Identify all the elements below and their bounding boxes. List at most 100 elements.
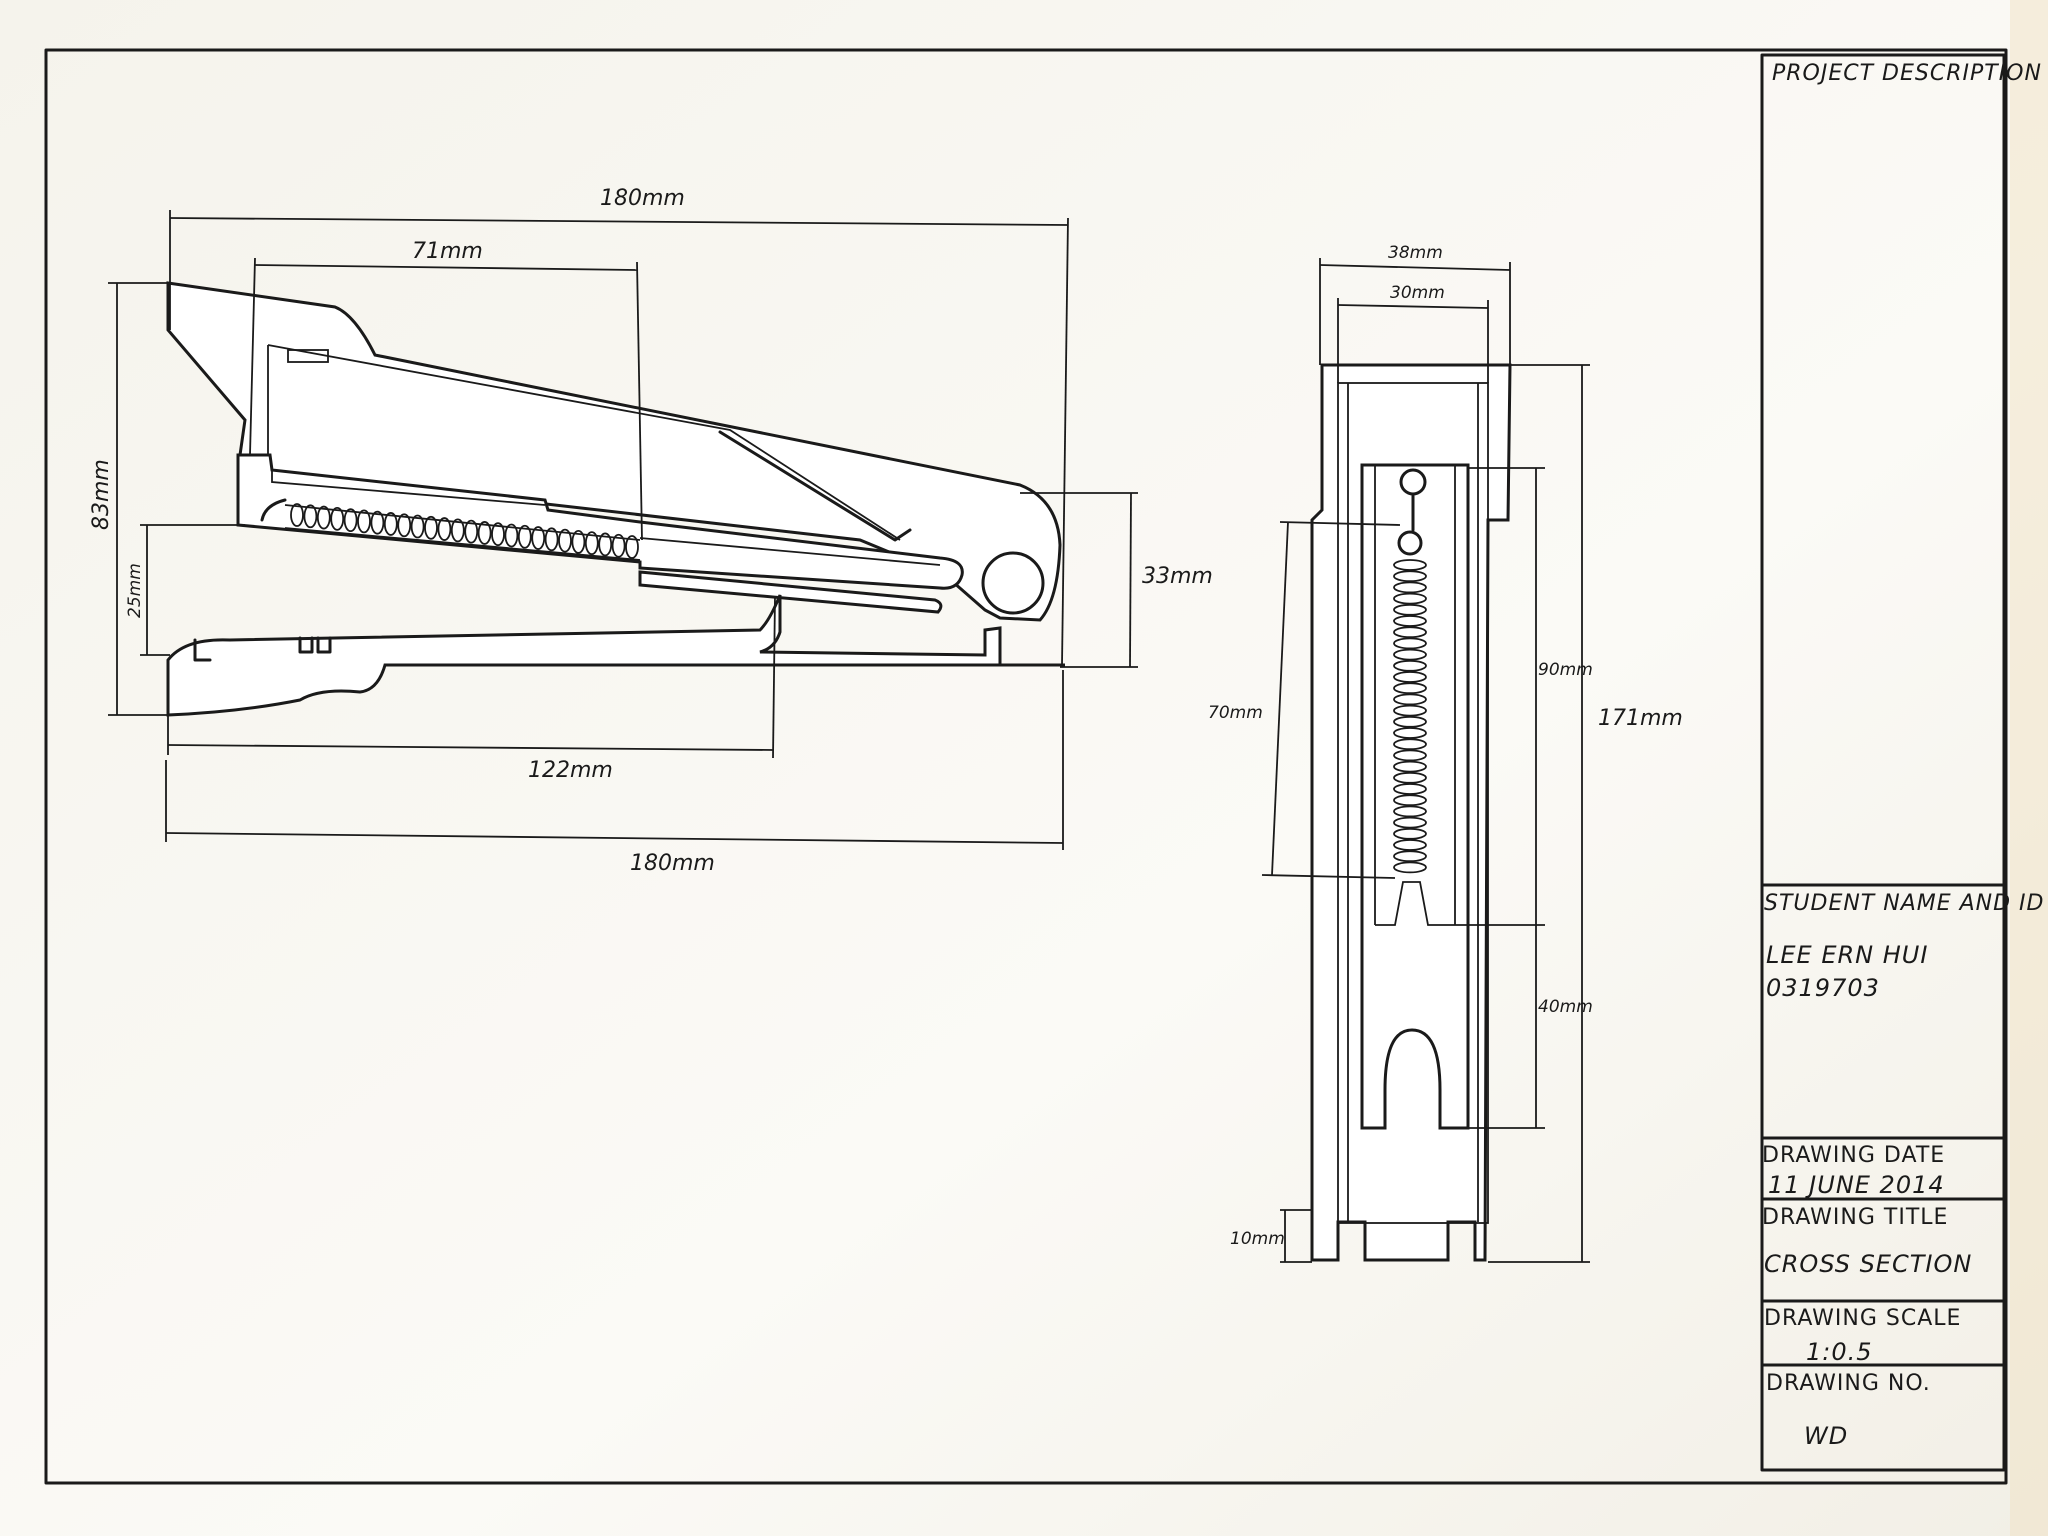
front-dimensions: 38mm 30mm 171mm 90mm 40mm 70mm 10mm: [1208, 243, 1683, 1263]
front-spring-coils: [1393, 559, 1427, 874]
spring-coil: [397, 513, 412, 538]
ext-line: [1261, 874, 1396, 879]
magazine-channel: [236, 453, 964, 590]
student-label: STUDENT NAME AND ID: [1764, 891, 2045, 916]
title-block-frame: [1760, 53, 2006, 1472]
dim-line-30: [1337, 304, 1489, 309]
spring-coil: [410, 514, 425, 539]
spring-coil: [1393, 592, 1427, 605]
student-name: LEE ERN HUI: [1766, 941, 1928, 969]
base-bumps: [193, 636, 332, 662]
spring-coil: [1393, 659, 1427, 672]
spring-coil: [1393, 693, 1427, 706]
spring-coil: [330, 506, 345, 531]
dim-122mm: 122mm: [528, 758, 613, 783]
spring-coil: [1393, 850, 1427, 863]
spring-coil: [1393, 615, 1427, 627]
title-block: PROJECT DESCRIPTION STUDENT NAME AND ID …: [1760, 53, 2045, 1472]
spring-coil: [544, 527, 559, 552]
spring-coil: [1393, 637, 1427, 650]
spring-coil: [1393, 704, 1427, 717]
front-inner-wall: [1337, 382, 1489, 1224]
spring-coil: [611, 533, 626, 558]
dim-line-33: [1129, 492, 1132, 668]
pivot-pin: [981, 551, 1045, 615]
spring-coil: [504, 523, 519, 548]
spring-coil: [424, 515, 438, 540]
magazine-spring-coils: [290, 503, 639, 559]
dim-180mm-top: 180mm: [600, 186, 685, 211]
dim-90mm: 90mm: [1538, 660, 1593, 680]
spring-coil: [1393, 715, 1427, 728]
spring-coil: [517, 524, 532, 549]
spring-coil: [1393, 783, 1427, 795]
arm-cavity: [267, 344, 901, 541]
spring-coil: [303, 504, 318, 529]
spring-coil: [625, 535, 639, 559]
spring-coil: [1393, 648, 1427, 661]
spring-coil: [1393, 559, 1427, 571]
dim-line-180-top: [169, 217, 1069, 226]
ext-line: [1279, 521, 1401, 526]
side-dimensions: 180mm 71mm 83mm 25mm 33mm 122mm 180mm: [89, 186, 1213, 876]
spring-coil: [1393, 727, 1427, 739]
spring-coil: [598, 532, 613, 557]
drawing-scale-value: 1:0.5: [1806, 1338, 1873, 1366]
spring-coil: [1393, 738, 1427, 751]
dim-180mm-bottom: 180mm: [630, 851, 715, 876]
ext-line: [772, 595, 776, 759]
drawing-date-label: DRAWING DATE: [1762, 1143, 1945, 1168]
dim-line-38: [1319, 264, 1511, 271]
drawing-date-value: 11 JUNE 2014: [1768, 1171, 1945, 1199]
spring-coil: [290, 503, 304, 527]
plunger-ball: [1399, 468, 1427, 496]
dim-33mm: 33mm: [1142, 564, 1213, 589]
side-section-view: [166, 281, 1065, 717]
spring-coil: [1393, 827, 1427, 840]
spring-coil: [343, 508, 358, 533]
spring-coil: [571, 529, 586, 554]
dim-40mm: 40mm: [1538, 997, 1593, 1017]
spring-coil: [464, 519, 479, 544]
drawing-number-value: WD: [1804, 1422, 1848, 1450]
spring-coil: [1393, 570, 1427, 583]
dim-71mm: 71mm: [412, 239, 483, 264]
spring-coil: [370, 510, 385, 535]
spring-coil: [1393, 805, 1427, 818]
anvil-rod: [638, 570, 943, 614]
dim-line-71: [254, 264, 638, 271]
stapler-base: [166, 594, 1065, 717]
dim-30mm: 30mm: [1390, 283, 1445, 303]
spring-coil: [383, 512, 398, 536]
dim-171mm: 171mm: [1598, 706, 1683, 731]
front-section-view: [1310, 363, 1512, 1262]
dim-70mm: 70mm: [1208, 703, 1263, 723]
spring-coil: [450, 518, 465, 543]
dim-25mm: 25mm: [125, 563, 145, 618]
spring-coil: [1393, 603, 1427, 616]
drawing-number-label: DRAWING NO.: [1766, 1371, 1931, 1396]
dim-line-70: [1271, 521, 1289, 876]
ext-line: [636, 261, 643, 541]
spring-coil: [1393, 626, 1427, 639]
spring-coil: [1393, 682, 1427, 695]
dim-line-122: [167, 744, 774, 751]
spring-coil: [531, 526, 546, 550]
channel-step: [1375, 881, 1455, 926]
front-channel: [1360, 463, 1470, 1130]
spring-coil: [1393, 861, 1427, 874]
arm-strut: [718, 430, 912, 542]
student-id: 0319703: [1766, 974, 1880, 1002]
spring-coil: [1393, 771, 1427, 784]
spring-coil: [1393, 760, 1427, 773]
magazine-rail-lower: [639, 537, 941, 566]
spring-coil: [357, 509, 371, 534]
spring-coil: [1393, 671, 1427, 683]
paper-edge: [2010, 0, 2048, 1536]
spring-coil: [316, 505, 331, 530]
ext-line: [249, 257, 256, 456]
spring-coil: [437, 517, 452, 541]
pusher-hook: [260, 498, 287, 522]
drawing-border: [44, 48, 2008, 1485]
